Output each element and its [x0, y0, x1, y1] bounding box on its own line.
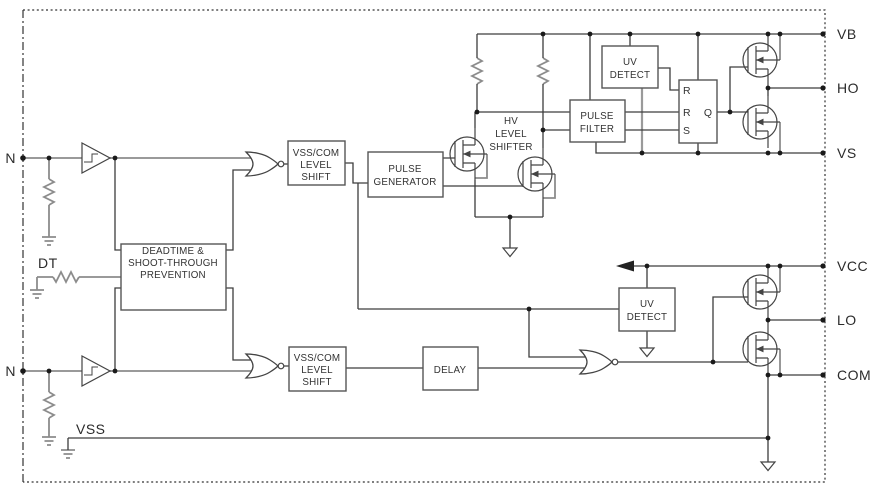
block-delay: DELAY: [422, 346, 479, 391]
pin-label-lin: N: [5, 363, 16, 379]
deadtime-label-line3: PREVENTION: [140, 270, 206, 281]
nor-gate-highside: [245, 151, 285, 177]
uv-detect-low-line1: UV: [640, 299, 654, 310]
hv-level-shifter-line3: SHIFTER: [489, 142, 532, 153]
pin-label-dt: DT: [38, 255, 58, 271]
com-ground-arrow-icon: [760, 461, 776, 472]
latch-input-s: S: [683, 125, 690, 137]
ic-boundary-border: [22, 9, 826, 483]
vcc-current-arrow-icon: [616, 260, 634, 272]
block-vsscom-level-shift-high: VSS/COM LEVEL SHIFT: [287, 140, 346, 186]
vsscom-high-line1: VSS/COM: [293, 148, 340, 159]
block-pulse-filter: PULSE FILTER: [569, 99, 626, 143]
pulse-filter-line2: FILTER: [580, 124, 614, 135]
hv-rail-ground-arrow-icon: [502, 247, 518, 258]
uv-detect-high-line1: UV: [623, 57, 637, 68]
input-wires-gray: [23, 88, 644, 437]
block-uv-detect-high: UV DETECT: [601, 45, 659, 89]
ground-lin-icon: [41, 436, 57, 446]
mosfet-highside-lower: [742, 95, 781, 149]
vsscom-low-line1: VSS/COM: [294, 353, 341, 364]
pulse-generator-line2: GENERATOR: [374, 177, 437, 188]
uv-low-ground-arrow-icon: [639, 347, 655, 358]
nor-gate-lowside-input: [245, 353, 285, 379]
hv-level-shifter-line2: LEVEL: [495, 129, 527, 140]
mosfet-hv-shift-b: [517, 147, 556, 201]
pin-label-com: COM: [837, 367, 871, 383]
nor-gate-lowside-output: [579, 349, 619, 375]
mosfet-highside-upper: [742, 33, 781, 87]
ground-dt-icon: [29, 289, 45, 299]
schmitt-buffer-lin: [81, 354, 112, 388]
ground-hin-icon: [41, 236, 57, 246]
resistor-vb-right: [537, 57, 549, 85]
uv-detect-low-line2: DETECT: [627, 312, 667, 323]
pin-label-vs: VS: [837, 145, 857, 161]
pin-label-hin: N: [5, 150, 16, 166]
vsscom-low-line2: LEVEL: [301, 365, 333, 376]
latch-input-r1: R: [683, 85, 691, 97]
circuit-wires: [67, 33, 823, 462]
label-hv-level-shifter: HV LEVEL SHIFTER: [489, 116, 532, 153]
hv-level-shifter-line1: HV: [504, 116, 518, 127]
pin-label-ho: HO: [837, 80, 859, 96]
junction-dots: [20, 31, 826, 441]
pin-label-vcc: VCC: [837, 258, 868, 274]
uv-detect-high-line2: DETECT: [610, 70, 650, 81]
block-rs-latch: R R S Q: [678, 79, 718, 144]
pin-labels: N N DT VSS VB HO VS VCC LO COM: [5, 26, 871, 437]
block-pulse-generator: PULSE GENERATOR: [367, 151, 444, 198]
mosfet-body-brackets: [475, 34, 781, 375]
vsscom-high-line3: SHIFT: [301, 172, 330, 183]
block-uv-detect-low: UV DETECT: [618, 287, 676, 332]
pin-label-vss: VSS: [76, 421, 106, 437]
latch-input-r2: R: [683, 107, 691, 119]
vsscom-low-line3: SHIFT: [302, 377, 331, 388]
deadtime-label-line1: DEADTIME &: [142, 246, 204, 257]
mosfet-lowside-lower: [742, 322, 781, 376]
block-deadtime: DEADTIME & SHOOT-THROUGH PREVENTION: [120, 243, 227, 311]
mosfet-hv-shift-a: [449, 127, 488, 181]
pin-label-vb: VB: [837, 26, 857, 42]
pulse-filter-line1: PULSE: [580, 111, 613, 122]
resistor-vb-left: [471, 57, 483, 85]
block-vsscom-level-shift-low: VSS/COM LEVEL SHIFT: [288, 346, 347, 392]
latch-output-q: Q: [704, 107, 712, 119]
delay-label: DELAY: [434, 365, 467, 376]
mosfet-lowside-upper: [742, 265, 781, 319]
resistor-hin-pulldown: [43, 178, 55, 206]
resistor-lin-pulldown: [43, 391, 55, 419]
deadtime-label-line2: SHOOT-THROUGH: [128, 258, 218, 269]
resistor-dt: [52, 271, 80, 283]
schmitt-buffer-hin: [81, 141, 112, 175]
vsscom-high-line2: LEVEL: [300, 160, 332, 171]
ground-vss-icon: [60, 449, 76, 459]
pulse-generator-line1: PULSE: [388, 164, 421, 175]
pin-label-lo: LO: [837, 312, 857, 328]
